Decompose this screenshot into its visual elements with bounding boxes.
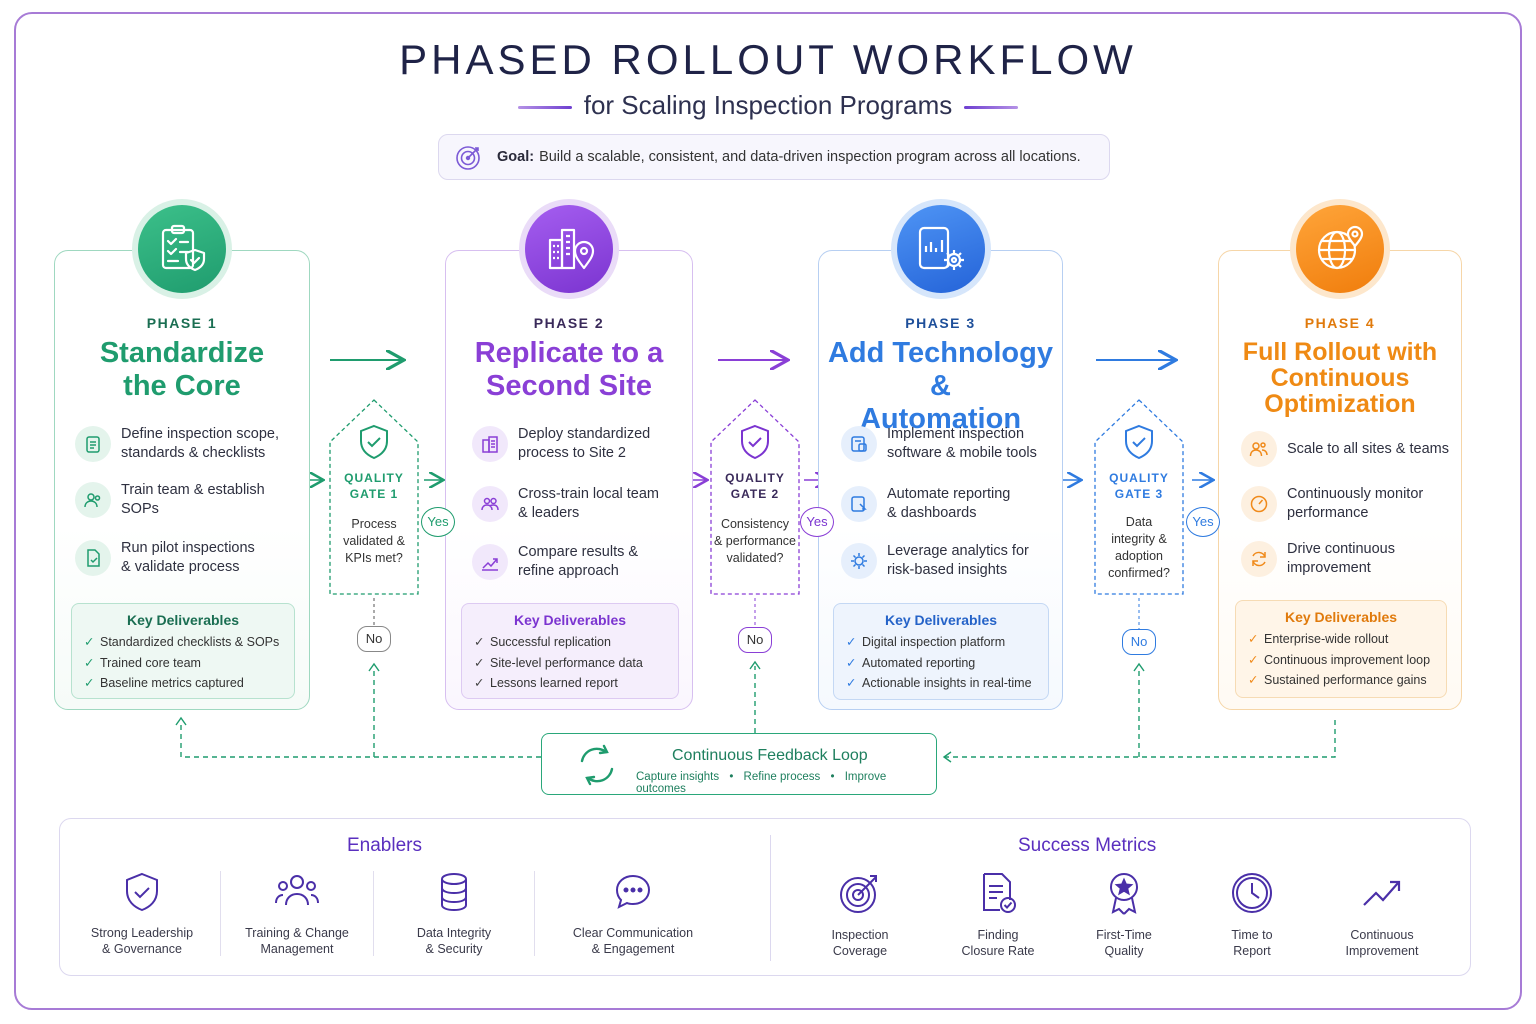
document-check-icon <box>75 540 111 576</box>
panel-divider <box>770 835 771 961</box>
enabler-data-integrity: Data Integrity& Security <box>383 871 525 957</box>
software-icon <box>841 426 877 462</box>
report-cursor-icon <box>841 486 877 522</box>
phase-1-deliverables: Key Deliverables ✓Standardized checklist… <box>71 603 295 699</box>
shield-check-icon <box>741 424 769 460</box>
page-title: PHASED ROLLOUT WORKFLOW <box>399 36 1137 83</box>
phase-3-deliverables: Key Deliverables ✓Digital inspection pla… <box>833 603 1049 700</box>
phase-2-badge <box>519 199 619 299</box>
phase-4-item-1: Scale to all sites & teams <box>1241 431 1449 467</box>
phase-2-item-2: Cross-train local team& leaders <box>472 485 659 523</box>
goal-text: Build a scalable, consistent, and data-d… <box>539 149 1081 165</box>
phase-4-label: PHASE 4 <box>1304 315 1376 331</box>
subtitle-text: for Scaling Inspection Programs <box>583 90 953 120</box>
database-icon <box>441 873 467 912</box>
cycle-arrows-icon <box>580 744 614 786</box>
feedback-title: Continuous Feedback Loop <box>672 747 868 764</box>
building-icon <box>472 426 508 462</box>
gate-1-yes-badge: Yes <box>421 507 455 537</box>
group-people-icon <box>275 875 319 906</box>
phase-1-title: Standardize the Core <box>99 337 265 402</box>
phase-3-card: PHASE 3 Add Technology & Automation Impl… <box>818 199 1063 710</box>
shield-check-icon <box>1125 424 1153 460</box>
refresh-icon <box>1241 541 1277 577</box>
tablet-gear-icon <box>918 226 964 270</box>
phase-2-label: PHASE 2 <box>533 315 605 331</box>
phase-3-label: PHASE 3 <box>905 315 976 331</box>
phase-4-title: Full Rollout with Continuous Optimizatio… <box>1242 338 1438 418</box>
clock-icon <box>1232 873 1272 913</box>
page-subtitle: for Scaling Inspection Programs <box>0 90 1536 121</box>
phase-1-card: PHASE 1 Standardize the Core Define insp… <box>54 199 310 710</box>
trend-chart-icon <box>472 544 508 580</box>
enablers-title: Enablers <box>347 835 422 856</box>
checklist-shield-icon <box>161 224 206 272</box>
document-check-icon <box>983 873 1016 913</box>
buildings-location-icon <box>548 228 595 270</box>
phase-2-deliverables: Key Deliverables ✓Successful replication… <box>461 603 679 699</box>
shield-check-icon <box>126 872 158 912</box>
phase-3-title: Add Technology & Automation <box>827 337 1053 435</box>
phase-3-badge <box>890 199 991 299</box>
team-icon <box>75 482 111 518</box>
goal-label: Goal: <box>497 149 535 165</box>
phase-4-deliverables: Key Deliverables ✓Enterprise-wide rollou… <box>1235 600 1447 698</box>
phase-1-badge <box>132 199 232 299</box>
phase-2-item-3: Compare results &refine approach <box>472 543 638 581</box>
phase-1-item-3: Run pilot inspections& validate process <box>75 539 255 577</box>
target-arrow-icon <box>840 875 877 913</box>
gate-3-no-badge: No <box>1122 629 1156 655</box>
feedback-steps: Capture insights • Refine process • Impr… <box>636 771 887 795</box>
phase-1-label: PHASE 1 <box>146 315 218 331</box>
globe-location-icon <box>1317 225 1364 270</box>
phase-4-badge <box>1290 199 1390 299</box>
enabler-communication: Clear Communication& Engagement <box>560 871 706 957</box>
success-metrics-title: Success Metrics <box>1018 835 1157 856</box>
phase-2-title: Replicate to a Second Site <box>474 337 664 402</box>
shield-check-icon <box>360 424 388 460</box>
phase-3-item-2: Automate reporting& dashboards <box>841 485 1010 523</box>
people-icon <box>472 486 508 522</box>
phase-2-card: PHASE 2 Replicate to a Second Site Deplo… <box>445 199 693 710</box>
phase-1-item-1: Define inspection scope,standards & chec… <box>75 425 279 463</box>
gauge-icon <box>1241 486 1277 522</box>
gate-2-no-badge: No <box>738 627 772 653</box>
continuous-feedback-loop: Continuous Feedback Loop Capture insight… <box>541 733 937 795</box>
enablers-metrics-panel: Enablers Success Metrics Strong Leadersh… <box>59 818 1471 976</box>
gate-2-yes-badge: Yes <box>800 507 834 537</box>
trend-up-icon <box>1363 880 1401 906</box>
target-icon <box>456 146 480 170</box>
subtitle-dash-left <box>517 105 572 109</box>
analytics-gear-icon <box>841 543 877 579</box>
outer-frame <box>14 12 1522 1010</box>
gate-1-no-badge: No <box>357 626 391 652</box>
gate-3-yes-badge: Yes <box>1186 507 1220 537</box>
phase-4-card: PHASE 4 Full Rollout with Continuous Opt… <box>1218 199 1462 710</box>
enabler-leadership: Strong Leadership& Governance <box>74 871 210 957</box>
award-ribbon-icon <box>1110 873 1138 915</box>
goal-banner: Goal: Build a scalable, consistent, and … <box>438 134 1110 180</box>
subtitle-dash-right <box>964 105 1019 109</box>
chat-bubble-icon <box>615 874 651 909</box>
users-icon <box>1241 431 1277 467</box>
clipboard-icon <box>75 426 111 462</box>
